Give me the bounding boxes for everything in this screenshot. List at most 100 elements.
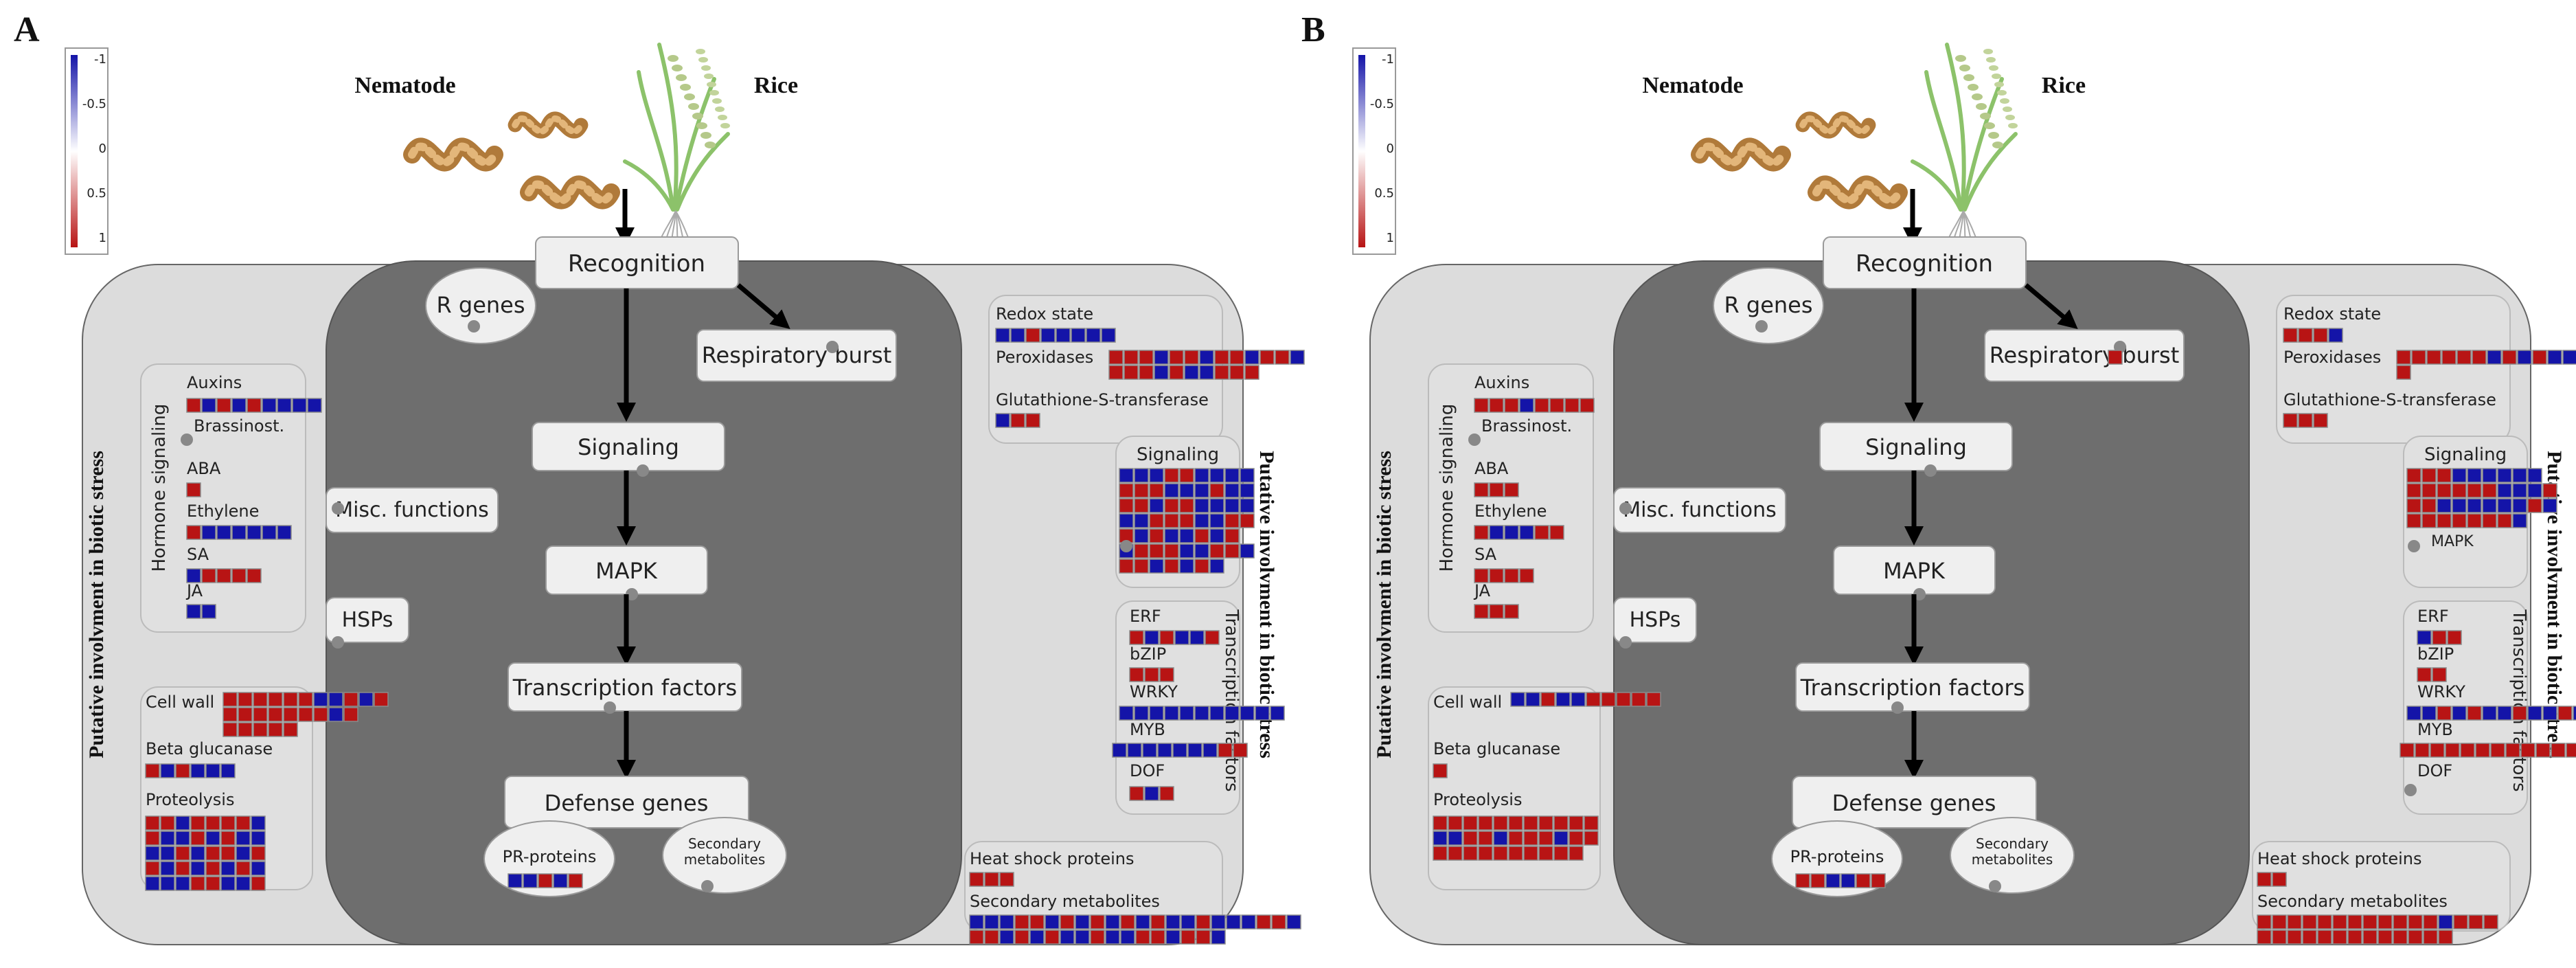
signaling-grid-cell bbox=[1119, 559, 1134, 574]
pr-grid-cell bbox=[1856, 873, 1871, 888]
secmet-grid-cell bbox=[1135, 930, 1150, 945]
secmet-grid-cell bbox=[2468, 914, 2483, 930]
rice-grain bbox=[698, 57, 708, 63]
proteolysis-grid-cell bbox=[1463, 815, 1478, 831]
auxins-label: Auxins bbox=[1474, 373, 1529, 392]
signaling-grid-cell bbox=[1149, 543, 1164, 559]
signaling-label: Signaling bbox=[578, 434, 679, 460]
secmet-grid-cell bbox=[1165, 930, 1181, 945]
ethylene-grid-cell bbox=[216, 525, 231, 540]
hsps-box bbox=[326, 597, 409, 643]
scale-bar bbox=[1358, 55, 1365, 247]
secmet-grid-cell bbox=[1150, 930, 1165, 945]
peroxidases-label: Peroxidases bbox=[996, 348, 1093, 367]
peroxidases-grid-cell bbox=[2457, 350, 2472, 365]
proteolysis-grid-cell bbox=[175, 831, 190, 846]
auxins-grid-cell bbox=[231, 398, 247, 413]
brassinost-label: Brassinost. bbox=[194, 416, 284, 436]
rice-plant-icon bbox=[1911, 43, 2018, 245]
panel-letter: A bbox=[14, 10, 40, 49]
signaling-grid-cell bbox=[2527, 498, 2542, 513]
signaling-grid-cell bbox=[2421, 483, 2437, 498]
signaling-grid-cell bbox=[2512, 513, 2527, 528]
aba-grid-cell bbox=[1489, 482, 1504, 497]
peroxidases-grid-cell bbox=[2562, 350, 2576, 365]
dof-label: DOF bbox=[1130, 761, 1165, 780]
erf-grid-cell bbox=[1205, 630, 1220, 645]
wrky-grid-cell bbox=[2573, 706, 2576, 721]
signaling-grid-cell bbox=[1194, 498, 1209, 513]
rice-grain bbox=[2008, 123, 2018, 128]
secmet-grid-cell bbox=[2257, 930, 2272, 945]
proteolysis-grid-cell bbox=[1463, 831, 1478, 846]
proteolysis-grid-cell bbox=[236, 876, 251, 891]
secmet-grid-cell bbox=[1014, 930, 1029, 945]
proteolysis-grid-cell bbox=[251, 831, 266, 846]
proteolysis-grid-cell bbox=[1523, 815, 1538, 831]
redox-grid-cell bbox=[1040, 328, 1056, 343]
peroxidases-grid-cell bbox=[1169, 365, 1184, 380]
myb-grid-cell bbox=[2445, 743, 2460, 758]
myb-grid-cell bbox=[1172, 743, 1187, 758]
signaling-grid-cell bbox=[2527, 468, 2542, 483]
myb-grid-cell bbox=[1142, 743, 1157, 758]
scale-tick-label: -0.5 bbox=[82, 97, 106, 111]
hormone-signaling-panel bbox=[1428, 363, 1594, 633]
cell-wall-grid-cell bbox=[1616, 692, 1631, 707]
proteolysis-grid-cell bbox=[145, 815, 160, 831]
signaling-grid-cell bbox=[1224, 468, 1240, 483]
rice-grain bbox=[1986, 57, 1996, 63]
cell-wall-grid-cell bbox=[328, 707, 343, 722]
pr-grid-cell bbox=[523, 873, 538, 888]
rice-leaf bbox=[675, 132, 730, 212]
proteolysis-grid-cell bbox=[1493, 815, 1508, 831]
connector-dot bbox=[637, 464, 649, 477]
secmet-grid-cell bbox=[2347, 930, 2362, 945]
signaling-grid-cell bbox=[2527, 483, 2542, 498]
signaling-grid-cell bbox=[2437, 513, 2452, 528]
wrky-grid-cell bbox=[2542, 706, 2557, 721]
rice-grain bbox=[1972, 93, 1983, 100]
signaling-grid-cell bbox=[1194, 513, 1209, 528]
cell-wall-grid-cell bbox=[313, 692, 328, 707]
cell-wall-grid-cell bbox=[298, 692, 313, 707]
sa-grid-cell bbox=[231, 568, 247, 583]
scale-tick-label: 0.5 bbox=[87, 186, 106, 201]
ja-grid-cell bbox=[201, 604, 216, 619]
proteolysis-grid-cell bbox=[251, 846, 266, 861]
connector-dot bbox=[2404, 784, 2417, 796]
secmet-grid-cell bbox=[1181, 914, 1196, 930]
mapk-label: MAPK bbox=[595, 558, 658, 584]
signaling-grid-cell bbox=[1209, 468, 1224, 483]
signaling-grid-cell bbox=[1240, 498, 1255, 513]
signaling-grid-cell bbox=[1209, 543, 1224, 559]
signaling-grid-cell bbox=[2512, 468, 2527, 483]
signaling-grid-cell bbox=[1224, 528, 1240, 543]
peroxidases-grid-cell bbox=[1290, 350, 1305, 365]
wrky-grid-cell bbox=[1240, 706, 1255, 721]
r-genes-node bbox=[425, 267, 536, 344]
signaling-grid-cell bbox=[1164, 513, 1179, 528]
peroxidases-grid-cell bbox=[1139, 350, 1154, 365]
cell-wall-grid-cell bbox=[343, 692, 358, 707]
proteolysis-grid-cell bbox=[190, 846, 205, 861]
secmet-right-label: Secondary metabolites bbox=[970, 892, 1160, 911]
rice-grain bbox=[707, 82, 716, 87]
signaling-grid-cell bbox=[1209, 483, 1224, 498]
misc-functions-label: Misc. functions bbox=[335, 498, 489, 522]
proteolysis-grid-cell bbox=[145, 861, 160, 876]
r-genes-label: R genes bbox=[436, 292, 525, 318]
dof-label: DOF bbox=[2417, 761, 2452, 780]
signaling-grid-cell bbox=[1119, 468, 1134, 483]
peroxidases-grid-cell bbox=[1108, 365, 1124, 380]
peroxidases-grid-cell bbox=[1214, 350, 1229, 365]
proteolysis-grid-cell bbox=[175, 846, 190, 861]
signaling-grid-cell bbox=[1149, 559, 1164, 574]
signaling-grid-cell bbox=[1179, 528, 1194, 543]
misc-functions-box bbox=[326, 487, 499, 533]
signaling-grid-cell bbox=[2542, 498, 2557, 513]
secmet-grid-cell bbox=[1256, 914, 1271, 930]
connector-dot bbox=[468, 320, 480, 333]
secmet-grid-cell bbox=[1120, 914, 1135, 930]
